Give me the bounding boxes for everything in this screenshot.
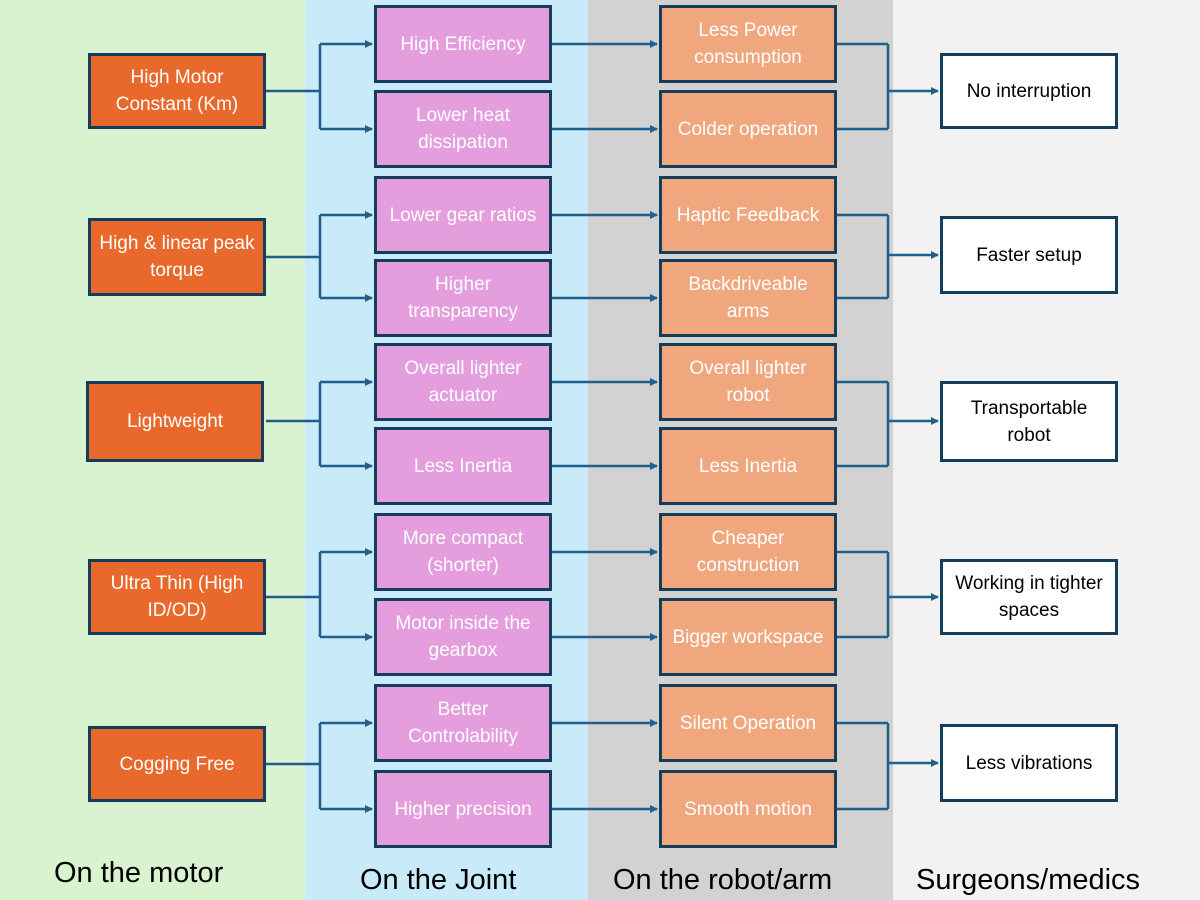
robot-box-label: Silent Operation: [679, 712, 817, 734]
motor-box-label: High & linear peak torque: [99, 233, 255, 281]
surgeon-box-label: Less vibrations: [965, 752, 1093, 774]
robot-box-lighter-robot: Overall lighter robot: [659, 343, 837, 421]
joint-box-label: Higher precision: [394, 798, 532, 820]
robot-box-smooth-motion: Smooth motion: [659, 770, 837, 848]
surgeon-box-label: Working in tighter spaces: [955, 573, 1103, 621]
robot-box-label: Backdriveable arms: [688, 274, 808, 322]
joint-box-label: High Efficiency: [400, 33, 526, 55]
joint-box-label: Lower gear ratios: [389, 204, 537, 226]
robot-box-colder-operation: Colder operation: [659, 90, 837, 168]
joint-box-label: Better Controlability: [408, 699, 518, 747]
motor-box-peak-torque: High & linear peak torque: [88, 218, 266, 296]
robot-box-label: Cheaper construction: [696, 528, 800, 576]
motor-box-km: High Motor Constant (Km): [88, 53, 266, 129]
surgeon-box-label: Faster setup: [976, 244, 1082, 266]
column-label-motor: On the motor: [54, 857, 224, 889]
robot-box-less-inertia: Less Inertia: [659, 427, 837, 505]
joint-box-higher-transparency: Higher transparency: [374, 259, 552, 337]
joint-box-better-control: Better Controlability: [374, 684, 552, 762]
robot-box-label: Less Power consumption: [694, 20, 802, 68]
joint-box-label: Lower heat dissipation: [415, 105, 510, 153]
column-label-robot: On the robot/arm: [613, 864, 833, 896]
motor-box-ultra-thin: Ultra Thin (High ID/OD): [88, 559, 266, 635]
joint-box-label: Motor inside the gearbox: [395, 613, 531, 661]
joint-box-label: Less Inertia: [413, 455, 513, 477]
robot-box-bigger-workspace: Bigger workspace: [659, 598, 837, 676]
motor-box-label: Lightweight: [126, 411, 224, 432]
joint-box-label: More compact (shorter): [402, 528, 524, 576]
robot-box-haptic-feedback: Haptic Feedback: [659, 176, 837, 254]
surgeon-box-transportable: Transportable robot: [940, 381, 1118, 462]
joint-box-higher-precision: Higher precision: [374, 770, 552, 848]
joint-box-lighter-actuator: Overall lighter actuator: [374, 343, 552, 421]
column-label-joint: On the Joint: [360, 864, 517, 896]
surgeon-box-tighter-spaces: Working in tighter spaces: [940, 559, 1118, 635]
joint-box-high-efficiency: High Efficiency: [374, 5, 552, 83]
surgeon-box-no-interruption: No interruption: [940, 53, 1118, 129]
motor-box-cogging-free: Cogging Free: [88, 726, 266, 802]
robot-box-label: Less Inertia: [698, 455, 798, 477]
joint-box-label: Higher transparency: [408, 274, 518, 322]
robot-box-backdriveable: Backdriveable arms: [659, 259, 837, 337]
joint-box-more-compact: More compact (shorter): [374, 513, 552, 591]
joint-box-label: Overall lighter actuator: [404, 358, 522, 406]
joint-box-motor-inside: Motor inside the gearbox: [374, 598, 552, 676]
motor-box-label: High Motor Constant (Km): [115, 67, 239, 115]
robot-box-label: Colder operation: [677, 118, 819, 140]
joint-box-less-inertia: Less Inertia: [374, 427, 552, 505]
column-label-surgeons: Surgeons/medics: [916, 864, 1141, 896]
joint-box-lower-heat: Lower heat dissipation: [374, 90, 552, 168]
surgeon-box-faster-setup: Faster setup: [940, 216, 1118, 294]
robot-box-cheaper-construction: Cheaper construction: [659, 513, 837, 591]
motor-box-label: Cogging Free: [119, 753, 235, 775]
joint-box-lower-gear: Lower gear ratios: [374, 176, 552, 254]
motor-box-lightweight: Lightweight: [86, 381, 264, 462]
robot-box-label: Smooth motion: [684, 798, 812, 820]
robot-box-label: Bigger workspace: [672, 626, 824, 648]
robot-box-label: Haptic Feedback: [676, 204, 820, 226]
robot-box-silent-operation: Silent Operation: [659, 684, 837, 762]
surgeon-box-label: Transportable robot: [970, 397, 1088, 446]
surgeon-box-less-vibrations: Less vibrations: [940, 724, 1118, 802]
robot-box-label: Overall lighter robot: [689, 358, 807, 406]
robot-box-less-power: Less Power consumption: [659, 5, 837, 83]
motor-box-label: Ultra Thin (High ID/OD): [110, 573, 244, 621]
surgeon-box-label: No interruption: [966, 80, 1092, 102]
